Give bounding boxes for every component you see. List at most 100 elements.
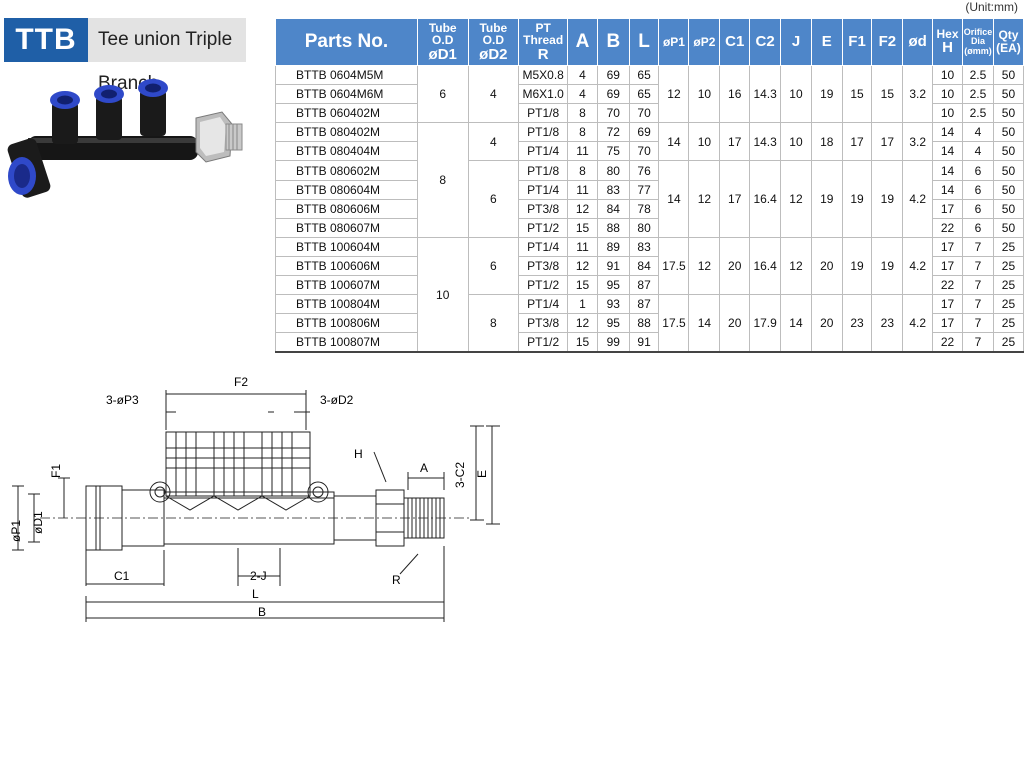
cell-qty: 25 [992, 236, 1024, 257]
cell-r: PT1/8 [518, 122, 569, 143]
cell-p2: 10 [688, 64, 721, 124]
cell-a: 12 [567, 255, 598, 277]
cell-l: 70 [628, 141, 660, 162]
label-d1: øD1 [31, 511, 45, 534]
cell-f2: 15 [871, 64, 904, 124]
cell-qty: 50 [992, 141, 1024, 162]
cell-b: 83 [596, 179, 630, 200]
cell-h: 14 [932, 122, 963, 143]
cell-c2: 14.3 [749, 122, 782, 162]
cell-part-no: BTTB 060402M [275, 103, 418, 124]
label-f2: F2 [234, 375, 248, 389]
cell-qty: 50 [992, 160, 1024, 181]
cell-d: 3.2 [902, 122, 934, 162]
cell-b: 95 [596, 275, 630, 296]
label-d2: 3-øD2 [320, 393, 354, 407]
cell-part-no: BTTB 100806M [275, 313, 418, 334]
cell-a: 1 [567, 294, 598, 315]
cell-d2: 6 [467, 160, 520, 238]
col-l: L [628, 18, 660, 66]
cell-part-no: BTTB 0604M6M [275, 84, 418, 105]
cell-qty: 25 [992, 313, 1024, 334]
cell-e: 19 [810, 160, 843, 238]
cell-e: 20 [810, 294, 843, 353]
cell-p1: 14 [658, 160, 690, 238]
cell-d2: 6 [467, 236, 520, 296]
cell-p1: 17.5 [658, 236, 690, 296]
cell-a: 15 [567, 332, 598, 353]
col-e: E [810, 18, 843, 66]
col-p2: øP2 [688, 18, 721, 66]
cell-c2: 16.4 [749, 160, 782, 238]
cell-f2: 17 [871, 122, 904, 162]
cell-r: PT3/8 [518, 313, 569, 334]
cell-l: 65 [628, 84, 660, 105]
cell-part-no: BTTB 080402M [275, 122, 418, 143]
cell-h: 22 [932, 275, 963, 296]
cell-a: 11 [567, 141, 598, 162]
label-f1: F1 [49, 464, 63, 478]
cell-a: 12 [567, 313, 598, 334]
cell-r: PT1/8 [518, 103, 569, 124]
cell-orifice: 4 [961, 141, 994, 162]
cell-part-no: BTTB 080602M [275, 160, 418, 181]
label-p1: øP1 [9, 520, 23, 542]
cell-h: 17 [932, 236, 963, 257]
cell-j: 10 [780, 122, 812, 162]
product-header: TTB Tee union Triple Branch [4, 18, 246, 94]
cell-p2: 14 [688, 294, 721, 353]
cell-l: 78 [628, 198, 660, 219]
cell-f1: 19 [841, 236, 873, 296]
cell-c2: 14.3 [749, 64, 782, 124]
cell-h: 10 [932, 84, 963, 105]
cell-qty: 50 [992, 122, 1024, 143]
cell-a: 15 [567, 217, 598, 238]
cell-orifice: 7 [961, 275, 994, 296]
cell-c1: 17 [719, 122, 751, 162]
col-orifice: Orifice Dia(ømm) [961, 18, 994, 66]
cell-qty: 50 [992, 217, 1024, 238]
cell-j: 12 [780, 160, 812, 238]
label-h: H [354, 447, 363, 461]
cell-h: 10 [932, 103, 963, 124]
label-p3: 3-øP3 [106, 393, 139, 407]
product-photo [7, 79, 243, 198]
cell-h: 10 [932, 64, 963, 86]
cell-orifice: 6 [961, 217, 994, 238]
cell-orifice: 7 [961, 332, 994, 353]
cell-b: 93 [596, 294, 630, 315]
cell-part-no: BTTB 100607M [275, 275, 418, 296]
cell-d: 4.2 [902, 160, 934, 238]
cell-r: M5X0.8 [518, 64, 569, 86]
cell-b: 89 [596, 236, 630, 257]
label-e: E [475, 470, 489, 478]
cell-b: 84 [596, 198, 630, 219]
col-c2: C2 [749, 18, 782, 66]
cell-a: 4 [567, 84, 598, 105]
cell-f2: 19 [871, 236, 904, 296]
cell-b: 80 [596, 160, 630, 181]
cell-d2: 4 [467, 122, 520, 162]
cell-h: 14 [932, 141, 963, 162]
cell-r: PT1/2 [518, 275, 569, 296]
cell-orifice: 7 [961, 313, 994, 334]
cell-a: 8 [567, 103, 598, 124]
cell-part-no: BTTB 080607M [275, 217, 418, 238]
cell-h: 14 [932, 160, 963, 181]
cell-d2: 8 [467, 294, 520, 353]
cell-qty: 25 [992, 275, 1024, 296]
cell-d: 4.2 [902, 236, 934, 296]
cell-f1: 17 [841, 122, 873, 162]
cell-qty: 25 [992, 294, 1024, 315]
cell-r: PT3/8 [518, 198, 569, 219]
cell-b: 69 [596, 84, 630, 105]
cell-d: 4.2 [902, 294, 934, 353]
cell-c1: 20 [719, 236, 751, 296]
